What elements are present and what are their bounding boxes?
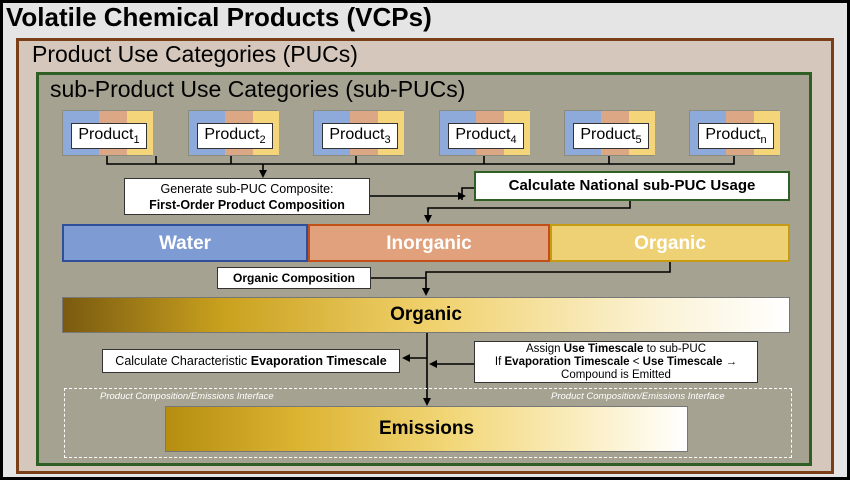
- product-label: Productn: [698, 123, 774, 149]
- puc-title: Product Use Categories (PUCs): [32, 41, 358, 67]
- interface-label-right: Product Composition/Emissions Interface: [551, 391, 725, 402]
- product-label: Product1: [71, 123, 147, 149]
- product-n: Productn: [689, 110, 780, 156]
- assign-line-3: Compound is Emitted: [561, 369, 671, 381]
- inorganic-bar: Inorganic: [308, 224, 550, 262]
- assign-line-1: Assign Use Timescale to sub-PUC: [525, 343, 707, 355]
- subpuc-title: sub-Product Use Categories (sub-PUCs): [50, 76, 466, 102]
- product-label: Product2: [197, 123, 273, 149]
- organic-gradient-bar: Organic: [62, 297, 790, 333]
- interface-label-left: Product Composition/Emissions Interface: [100, 391, 274, 402]
- national-usage-box: Calculate National sub-PUC Usage: [474, 171, 790, 201]
- product-4: Product4: [439, 110, 530, 156]
- product-1: Product1: [62, 110, 153, 156]
- generate-line-2: First-Order Product Composition: [149, 198, 345, 212]
- product-3: Product3: [313, 110, 404, 156]
- product-label: Product5: [573, 123, 649, 149]
- generate-line-1: Generate sub-PUC Composite:: [160, 182, 334, 196]
- organic-bar: Organic: [550, 224, 790, 262]
- assign-line-2: If Evaporation Timescale < Use Timescale…: [494, 356, 738, 368]
- product-label: Product3: [322, 123, 398, 149]
- assign-timescale-box: Assign Use Timescale to sub-PUC If Evapo…: [474, 341, 758, 383]
- generate-composite-box: Generate sub-PUC Composite: First-Order …: [124, 178, 370, 215]
- product-5: Product5: [564, 110, 655, 156]
- vcp-title: Volatile Chemical Products (VCPs): [6, 2, 432, 32]
- interface-region: [64, 388, 792, 458]
- water-bar: Water: [62, 224, 308, 262]
- evaporation-box: Calculate Characteristic Evaporation Tim…: [102, 349, 400, 373]
- product-label: Product4: [448, 123, 524, 149]
- product-2: Product2: [188, 110, 279, 156]
- emissions-bar: Emissions: [165, 406, 688, 452]
- organic-composition-box: Organic Composition: [217, 267, 371, 289]
